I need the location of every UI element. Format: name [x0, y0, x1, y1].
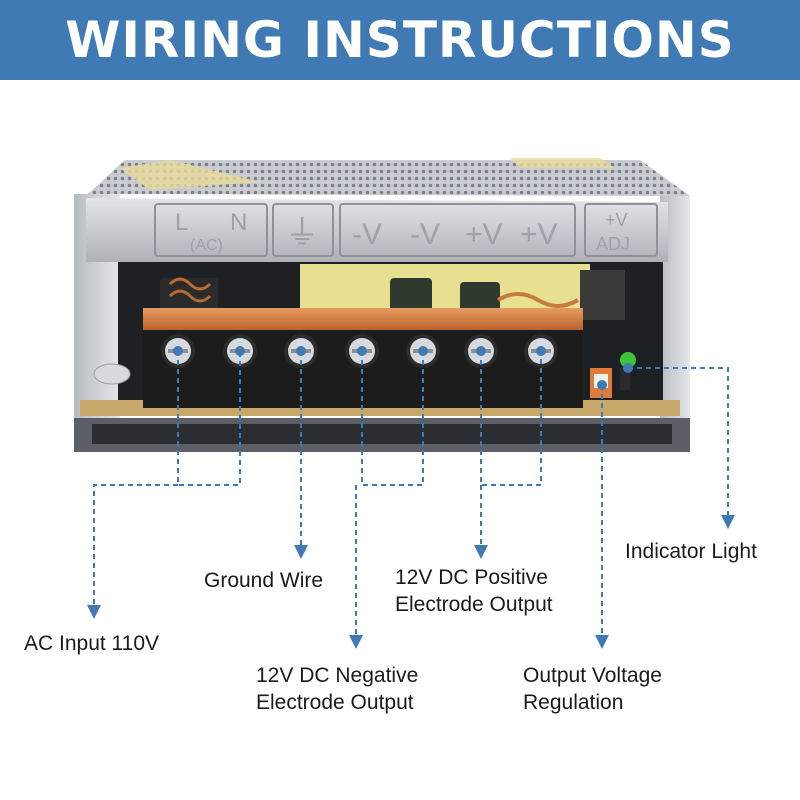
indicator-led [620, 352, 636, 368]
marking-neg1: -V [352, 218, 382, 251]
label-negative-output: 12V DC Negative Electrode Output [256, 662, 418, 716]
terminal-dots [173, 346, 633, 390]
housing: L N (AC) ⏚ -V -V +V +V +V ADJ [74, 158, 690, 452]
arrow-voltage [595, 635, 609, 649]
housing-bottom-shadow [92, 424, 672, 444]
arrow-ac-input [87, 605, 101, 619]
arrowheads [87, 515, 735, 649]
label-voltage-regulation: Output Voltage Regulation [523, 662, 662, 716]
marking-adj: ADJ [596, 234, 630, 254]
emboss-boxes [154, 203, 658, 257]
label-positive-output: 12V DC Positive Electrode Output [395, 564, 553, 618]
panel-markings: L N (AC) ⏚ -V -V +V +V +V ADJ [175, 209, 630, 254]
indicator-leader [628, 367, 729, 515]
page-title: WIRING INSTRUCTIONS [65, 11, 735, 69]
label-positive-line2: Electrode Output [395, 593, 553, 616]
label-ac-input: AC Input 110V [24, 632, 160, 655]
led-leads [620, 368, 630, 390]
ac-input-leader [93, 484, 178, 605]
header-banner: WIRING INSTRUCTIONS [0, 0, 800, 80]
terminal-cover [143, 308, 583, 330]
ac-input-bracket [177, 351, 241, 486]
marking-l: L [175, 209, 188, 236]
arrow-ground [294, 545, 308, 559]
sticker [120, 160, 260, 190]
copper-wire [496, 292, 580, 308]
mounting-bracket [93, 363, 131, 385]
front-label-panel [86, 198, 668, 262]
leader-lines [93, 351, 729, 635]
terminal-separators [205, 332, 515, 378]
marking-n: N [230, 209, 247, 236]
label-negative-line1: 12V DC Negative [256, 664, 419, 687]
positive-bracket [480, 351, 542, 486]
marking-neg2: -V [410, 218, 440, 251]
marking-pos2: +V [520, 218, 558, 251]
transformer [580, 270, 625, 320]
label-negative-line2: Electrode Output [256, 691, 414, 714]
arrow-negative [349, 635, 363, 649]
pcb-back [300, 264, 590, 314]
marking-ac: (AC) [190, 237, 223, 254]
label-indicator-light: Indicator Light [625, 540, 757, 563]
sticker [510, 158, 615, 168]
mesh-top-panel [88, 160, 690, 196]
marking-ground: ⏚ [285, 214, 319, 252]
label-positive-line1: 12V DC Positive [395, 566, 548, 589]
label-voltage-line1: Output Voltage [523, 664, 662, 687]
label-ground-wire: Ground Wire [204, 569, 324, 592]
arrow-indicator [721, 515, 735, 529]
label-voltage-line2: Regulation [523, 691, 624, 714]
arrow-positive [474, 545, 488, 559]
marking-pos1: +V [465, 218, 503, 251]
marking-adj-top: +V [605, 210, 628, 230]
negative-bracket [361, 351, 424, 486]
coil [168, 277, 212, 303]
